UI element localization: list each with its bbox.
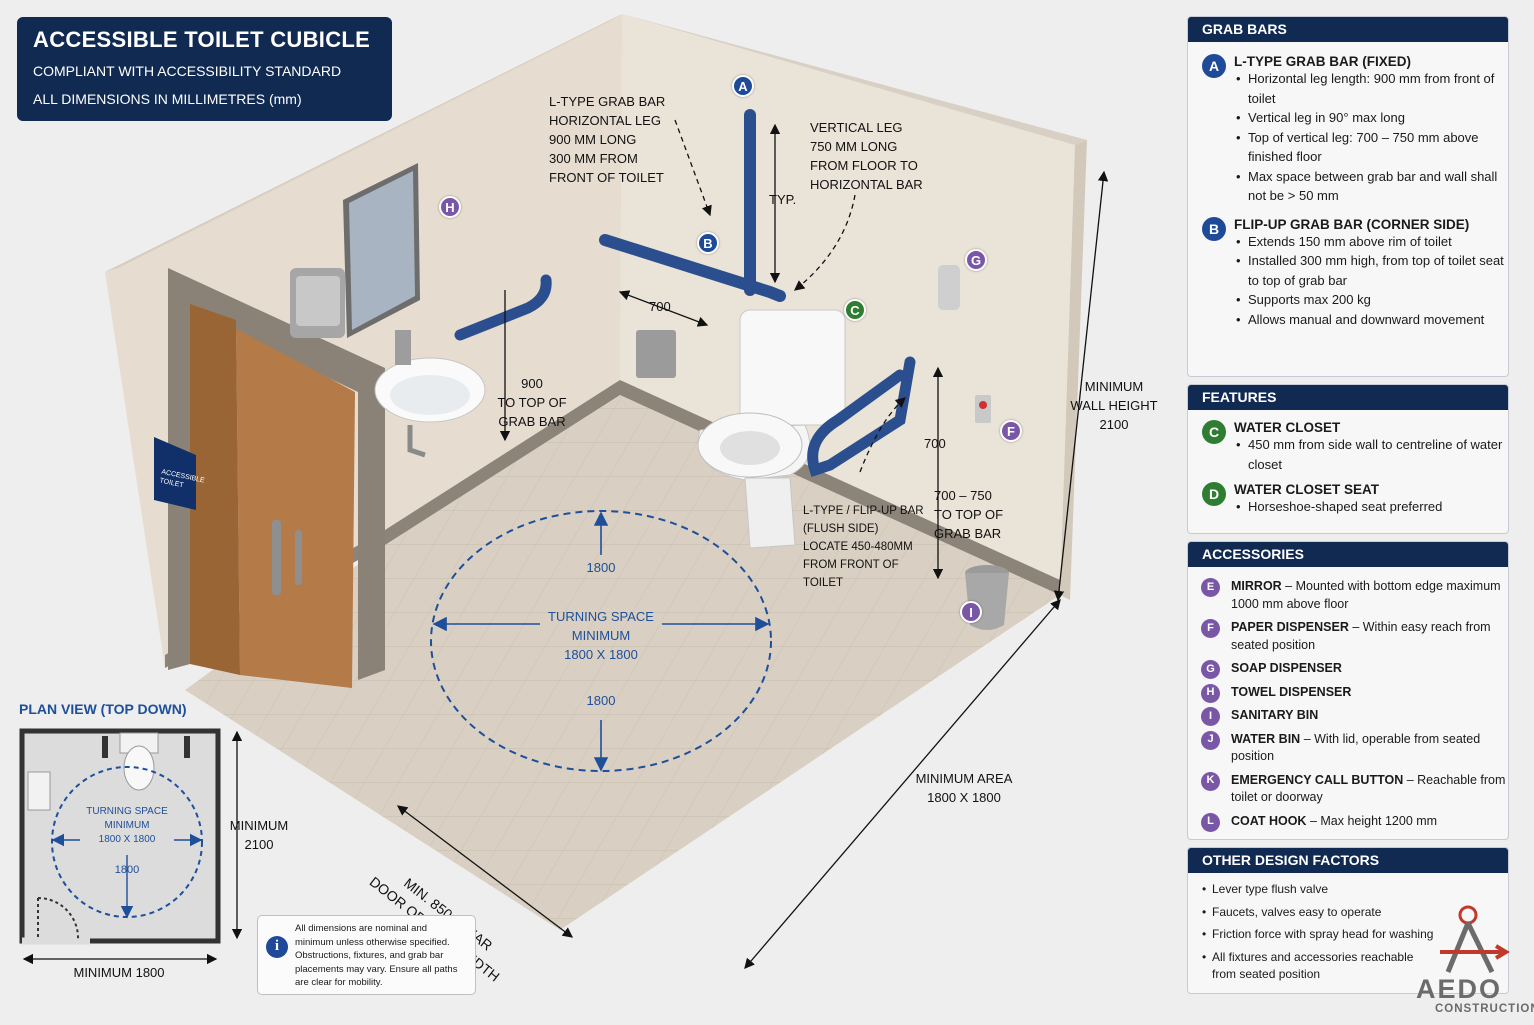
- badge-d-icon: D: [1202, 482, 1226, 506]
- logo-name: AEDO: [1416, 974, 1503, 1004]
- feature-d-item: D WATER CLOSET SEAT Horseshoe-shaped sea…: [1188, 482, 1508, 517]
- accessible-sign: [154, 437, 196, 510]
- floor: [185, 395, 1060, 930]
- flip-up-grab-bar: [807, 356, 916, 477]
- badge-f: F: [1000, 420, 1022, 442]
- badge-c: C: [844, 299, 866, 321]
- badge-g: G: [965, 249, 987, 271]
- other-factors-panel: OTHER DESIGN FACTORS Lever type flush va…: [1187, 847, 1509, 994]
- dim-700-top: 700: [649, 299, 671, 314]
- plan-view-title: PLAN VIEW (TOP DOWN): [19, 701, 187, 717]
- title-box: ACCESSIBLE TOILET CUBICLE COMPLIANT WITH…: [17, 17, 392, 121]
- grab-bar-a-item: A L-TYPE GRAB BAR (FIXED) Horizontal leg…: [1188, 54, 1508, 206]
- aedo-logo: AEDO CONSTRUCTION: [1410, 900, 1534, 1025]
- badge-c-icon: C: [1202, 420, 1226, 444]
- info-icon: i: [266, 936, 288, 958]
- features-header: FEATURES: [1188, 385, 1508, 410]
- door-handle: [272, 520, 281, 595]
- badge-a-icon: A: [1202, 54, 1226, 78]
- plan-basin: [27, 771, 51, 811]
- badge-b: B: [697, 232, 719, 254]
- other-item: Faucets, valves easy to operate: [1188, 904, 1418, 922]
- features-panel: FEATURES C WATER CLOSET 450 mm from side…: [1187, 384, 1509, 534]
- l-type-grab-bar: [599, 234, 786, 302]
- grab-bars-panel: GRAB BARS A L-TYPE GRAB BAR (FIXED) Hori…: [1187, 16, 1509, 377]
- feature-c-item: C WATER CLOSET 450 mm from side wall to …: [1188, 420, 1508, 474]
- page-subtitle: COMPLIANT WITH ACCESSIBILITY STANDARD: [33, 63, 342, 79]
- info-note: i All dimensions are nominal and minimum…: [257, 915, 476, 995]
- other-factors-header: OTHER DESIGN FACTORS: [1188, 848, 1508, 873]
- faucet: [395, 330, 411, 365]
- accessories-header: ACCESSORIES: [1188, 542, 1508, 567]
- other-item: Lever type flush valve: [1188, 881, 1418, 899]
- page-title: ACCESSIBLE TOILET CUBICLE: [33, 27, 371, 52]
- basin-grab-bar: [454, 274, 552, 341]
- badge-i: I: [960, 601, 982, 623]
- paper-dispenser-back: [636, 330, 676, 378]
- info-note-text: All dimensions are nominal and minimum u…: [295, 923, 458, 988]
- plan-width-label: MINIMUM 1800: [73, 965, 165, 980]
- grab-bars-header: GRAB BARS: [1188, 17, 1508, 42]
- grab-bar-b-item: B FLIP-UP GRAB BAR (CORNER SIDE) Extends…: [1188, 216, 1508, 330]
- cistern: [739, 309, 846, 426]
- dim-700-side: 700: [924, 436, 946, 451]
- typ-label: TYP.: [769, 192, 797, 207]
- door-frame: [168, 268, 385, 680]
- soap-dispenser: [938, 265, 960, 310]
- turning-circle: [430, 510, 772, 772]
- units-note: ALL DIMENSIONS IN MILLIMETRES (mm): [33, 91, 302, 107]
- turning-dim-top: 1800: [586, 560, 616, 575]
- turning-dim-bottom: 1800: [586, 693, 616, 708]
- logo-sub: CONSTRUCTION: [1435, 1003, 1534, 1015]
- plan-dim-inner: 1800: [114, 864, 140, 876]
- other-item: Friction force with spray head for washi…: [1188, 926, 1508, 944]
- door: [190, 304, 355, 688]
- badge-a: A: [732, 75, 754, 97]
- flip-bar-label: L-TYPE / FLIP-UP BAR(FLUSH SIDE)LOCATE 4…: [803, 505, 924, 589]
- compass-logo-icon: [1440, 905, 1510, 974]
- badge-h: H: [439, 196, 461, 218]
- other-item: All fixtures and accessories reachable f…: [1188, 949, 1418, 984]
- badge-b-icon: B: [1202, 216, 1226, 241]
